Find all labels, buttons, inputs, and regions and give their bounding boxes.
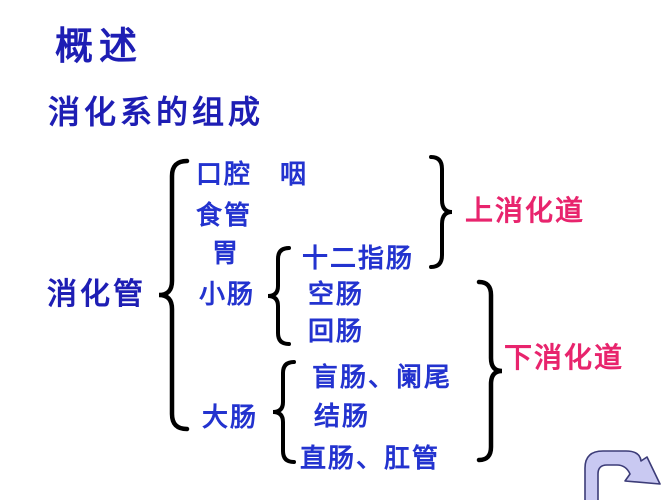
item-cecum-appendix: 盲肠、阑尾 (312, 362, 453, 392)
item-duodenum: 十二指肠 (302, 243, 415, 273)
item-rectum-anal-canal: 直肠、肛管 (300, 443, 441, 473)
brace-digestive-tract (156, 158, 190, 432)
item-small-intestine: 小肠 (199, 279, 256, 309)
page-title: 概述 (55, 26, 144, 68)
curved-arrow-icon[interactable] (581, 448, 667, 500)
label-upper-digestive-tract: 上消化道 (465, 195, 586, 226)
item-oral-cavity-pharynx: 口腔 咽 (196, 159, 309, 189)
label-lower-digestive-tract: 下消化道 (504, 342, 625, 373)
brace-large-intestine (271, 360, 297, 464)
item-stomach: 胃 (212, 238, 241, 268)
brace-upper-digestive-tract (428, 155, 454, 269)
brace-lower-digestive-tract (476, 279, 504, 463)
item-ileum: 回肠 (308, 316, 365, 346)
item-esophagus: 食管 (196, 200, 253, 230)
item-colon: 结肠 (314, 401, 371, 431)
item-large-intestine: 大肠 (202, 402, 259, 432)
brace-small-intestine (266, 246, 292, 346)
item-jejunum: 空肠 (308, 279, 365, 309)
label-digestive-tract: 消化管 (47, 278, 146, 311)
section-heading: 消化系的组成 (48, 94, 265, 130)
